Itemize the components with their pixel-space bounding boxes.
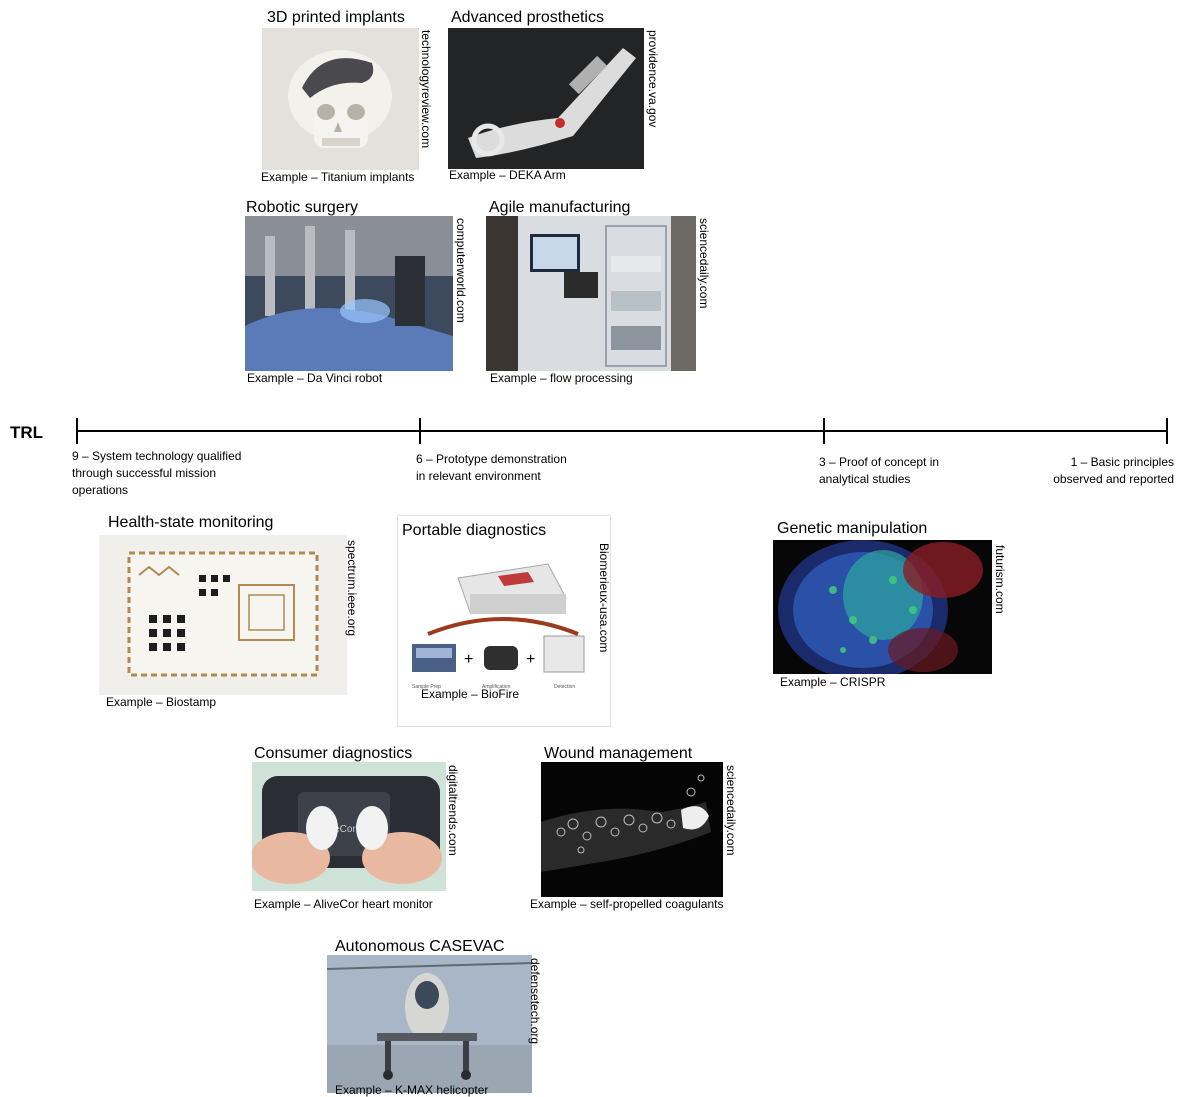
biofire-panel: + + Sample Prep Amplification Detection <box>397 515 611 727</box>
tick-trl-1 <box>1166 418 1168 444</box>
da-vinci-image <box>245 216 453 371</box>
tile-title: Advanced prosthetics <box>451 9 604 26</box>
coagulants-photo <box>541 762 723 897</box>
coagulants-image <box>541 762 723 897</box>
deka-arm-image <box>448 28 644 169</box>
skull-implant-image <box>262 28 419 170</box>
svg-text:+: + <box>464 651 473 668</box>
example-caption: Example – Titanium implants <box>261 170 415 184</box>
example-caption: Example – DEKA Arm <box>449 168 566 182</box>
trl-6-label: 6 – Prototype demonstration in relevant … <box>416 452 567 483</box>
trl-3-label: 3 – Proof of concept in analytical studi… <box>819 455 940 486</box>
alivecor-image: AliveCor <box>252 762 446 891</box>
example-caption: Example – self-propelled coagulants <box>530 897 724 911</box>
tick-trl-6 <box>419 418 421 444</box>
k-max-image <box>327 955 532 1093</box>
trl-axis-label: TRL <box>10 423 44 442</box>
source-credit: sciencedaily.com <box>697 218 711 309</box>
deka-arm-photo <box>448 28 644 169</box>
stage-sample-prep: Sample Prep <box>412 684 441 690</box>
source-credit: providence.va.gov <box>646 30 660 128</box>
tick-trl-9 <box>76 418 78 444</box>
biostamp-photo <box>99 535 347 695</box>
source-credit: futurism.com <box>993 545 1007 614</box>
tile-title: Agile manufacturing <box>489 199 631 216</box>
skull-implant-photo <box>262 28 419 170</box>
source-credit: computerworld.com <box>454 218 468 323</box>
example-caption: Example – Biostamp <box>106 695 217 709</box>
tile-title: Portable diagnostics <box>402 522 547 539</box>
svg-text:+: + <box>526 651 535 668</box>
source-credit: technologyreview.com <box>419 30 433 149</box>
tile-title: Robotic surgery <box>246 199 359 216</box>
source-credit: sciencedaily.com <box>724 765 738 856</box>
stage-amplification: Amplification <box>482 684 511 690</box>
crispr-photo <box>773 540 992 674</box>
source-credit: digitaltrends.com <box>446 765 460 856</box>
example-caption: Example – K-MAX helicopter <box>335 1083 489 1097</box>
source-credit: Biomerieux-usa.com <box>597 543 611 653</box>
example-caption: Example – BioFire <box>421 687 520 701</box>
example-caption: Example – flow processing <box>490 371 633 385</box>
source-credit: defensetech.org <box>528 958 542 1045</box>
tile-title: Health-state monitoring <box>108 514 274 531</box>
biofire-image: + + Sample Prep Amplification Detection <box>398 516 610 726</box>
example-caption: Example – CRISPR <box>780 675 886 689</box>
trl-1-label: 1 – Basic principles observed and report… <box>1053 455 1174 486</box>
biostamp-image <box>99 535 347 695</box>
tile-title: Wound management <box>544 745 693 762</box>
example-caption: Example – AliveCor heart monitor <box>254 897 433 911</box>
trl-axis-line <box>76 430 1168 432</box>
tick-trl-3 <box>823 418 825 444</box>
k-max-photo <box>327 955 532 1093</box>
example-caption: Example – Da Vinci robot <box>247 371 383 385</box>
alivecor-photo: AliveCor <box>252 762 446 891</box>
tile-title: Autonomous CASEVAC <box>335 938 505 955</box>
tile-title: Genetic manipulation <box>777 520 928 537</box>
crispr-image <box>773 540 992 674</box>
trl-9-label: 9 – System technology qualified through … <box>72 449 242 497</box>
da-vinci-photo <box>245 216 453 371</box>
source-credit: spectrum.ieee.org <box>345 540 359 637</box>
tile-title: 3D printed implants <box>267 9 405 26</box>
tile-title: Consumer diagnostics <box>254 745 413 762</box>
flow-processing-image <box>486 216 696 371</box>
flow-processing-photo <box>486 216 696 371</box>
stage-detection: Detection <box>554 684 575 690</box>
